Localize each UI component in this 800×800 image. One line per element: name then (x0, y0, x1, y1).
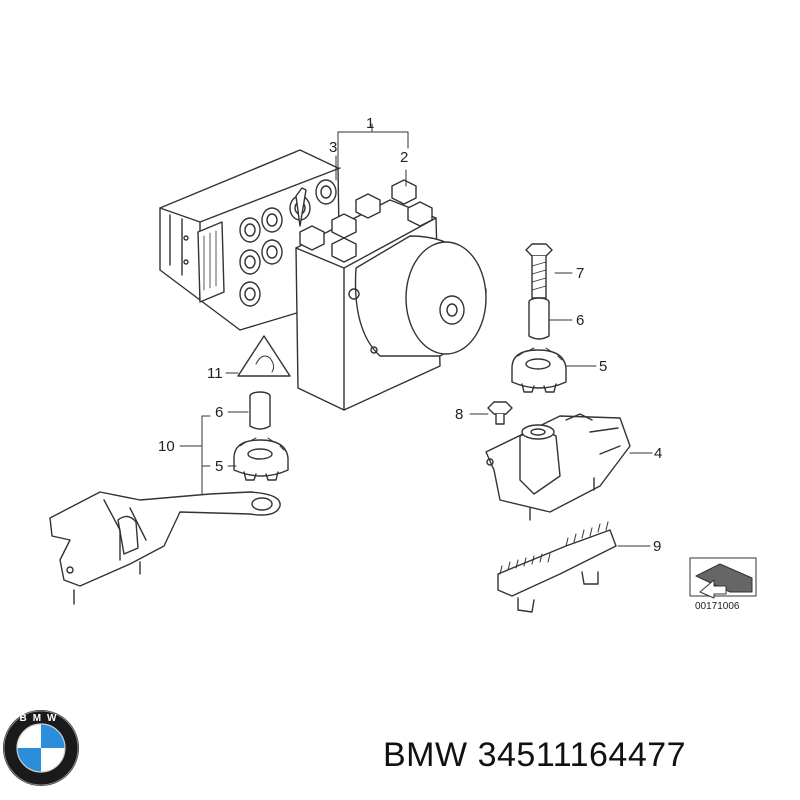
lower-bracket (49, 491, 281, 605)
small-bolt (487, 401, 513, 425)
callout-10: 10 (158, 438, 175, 455)
callout-5-right: 5 (599, 358, 607, 375)
callout-7: 7 (576, 265, 584, 282)
callout-6-left: 6 (215, 404, 223, 421)
callout-5-left: 5 (215, 458, 223, 475)
rubber-mount-right (511, 347, 567, 393)
sleeve-left (249, 391, 271, 430)
callout-6-right: 6 (576, 312, 584, 329)
part-number: 34511164477 (477, 736, 687, 774)
callout-1: 1 (366, 115, 374, 132)
reference-code: 00171006 (695, 601, 740, 612)
callout-9: 9 (653, 538, 661, 555)
callout-2: 2 (400, 149, 408, 166)
logo-lettering: BMW (20, 713, 63, 724)
callout-8: 8 (455, 406, 463, 423)
pump-motor (348, 235, 487, 357)
valve-caps (239, 179, 337, 307)
callout-4: 4 (654, 445, 662, 462)
damper-strip (497, 521, 617, 613)
rubber-mount-left (233, 437, 289, 481)
callout-3: 3 (329, 139, 337, 156)
leader-lines (179, 123, 653, 547)
abs-hydraulic-unit (159, 149, 487, 411)
mounting-bracket (485, 413, 631, 521)
callout-labels: 1 2 3 4 5 5 6 6 7 8 9 10 11 00171006 (158, 115, 740, 612)
hex-plugs (299, 179, 433, 263)
brand-name: BMW (383, 736, 468, 774)
warning-label (237, 335, 291, 377)
callout-11: 11 (207, 365, 223, 382)
reference-box (689, 557, 757, 599)
sleeve-right (528, 297, 550, 340)
bmw-roundel-logo: BMW (3, 710, 79, 786)
bolt (525, 243, 553, 299)
